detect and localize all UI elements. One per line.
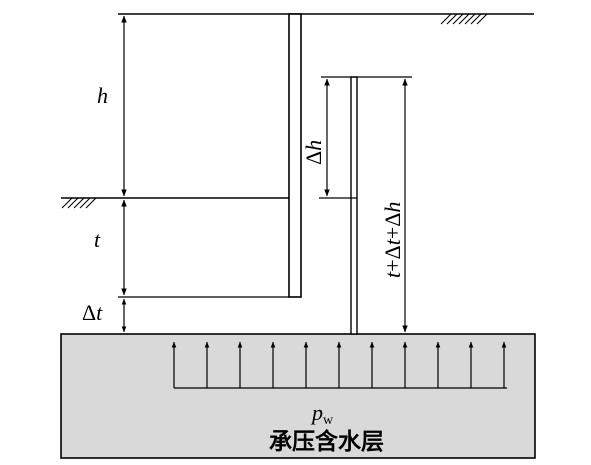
piezometer-tube [350,76,358,335]
label-h: h [97,83,108,108]
label-total-head: t+Δt+Δh [380,202,405,278]
retaining-wall [288,13,302,298]
label-delta-t: Δt [82,300,103,325]
label-t: t [94,227,101,252]
label-aquifer: 承压含水层 [269,428,384,455]
label-delta-h: Δh [301,140,326,165]
label-pressure: pw [310,400,334,428]
uplift-pressure-arrows [171,341,507,389]
soil-hatch-lower [61,197,97,209]
soil-hatch-upper [440,13,488,25]
aquifer-block [60,333,536,459]
